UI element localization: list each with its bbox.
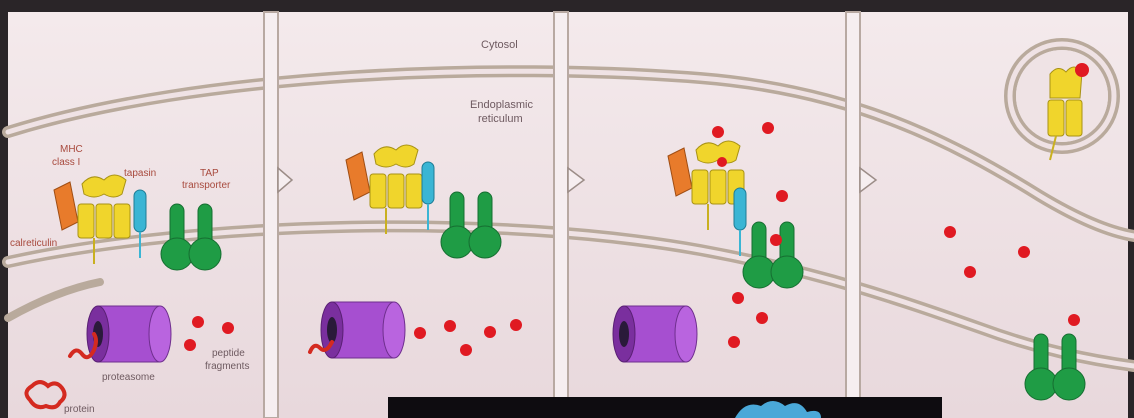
- proteasome-label: proteasome: [102, 372, 155, 383]
- proteasome-stage2: [321, 302, 405, 358]
- mhc-label-line1: MHC: [60, 144, 83, 155]
- proteasome-stage3: [613, 306, 697, 362]
- tapasin-label: tapasin: [124, 168, 156, 179]
- cytosol-label: Cytosol: [481, 39, 518, 51]
- calreticulin-label: calreticulin: [10, 238, 57, 249]
- tap-label-line2: transporter: [182, 180, 231, 191]
- proteasome-stage1: [87, 306, 171, 362]
- er-label-line2: reticulum: [478, 113, 523, 125]
- overlay-panel: [388, 397, 942, 418]
- tap-label-line1: TAP: [200, 168, 219, 179]
- er-label-line1: Endoplasmic: [470, 99, 533, 111]
- peptide-fragments-label-line1: peptide: [212, 348, 245, 359]
- protein-label: protein: [64, 404, 95, 415]
- mhc-label-line2: class I: [52, 157, 80, 168]
- peptide-fragments-label-line2: fragments: [205, 361, 249, 372]
